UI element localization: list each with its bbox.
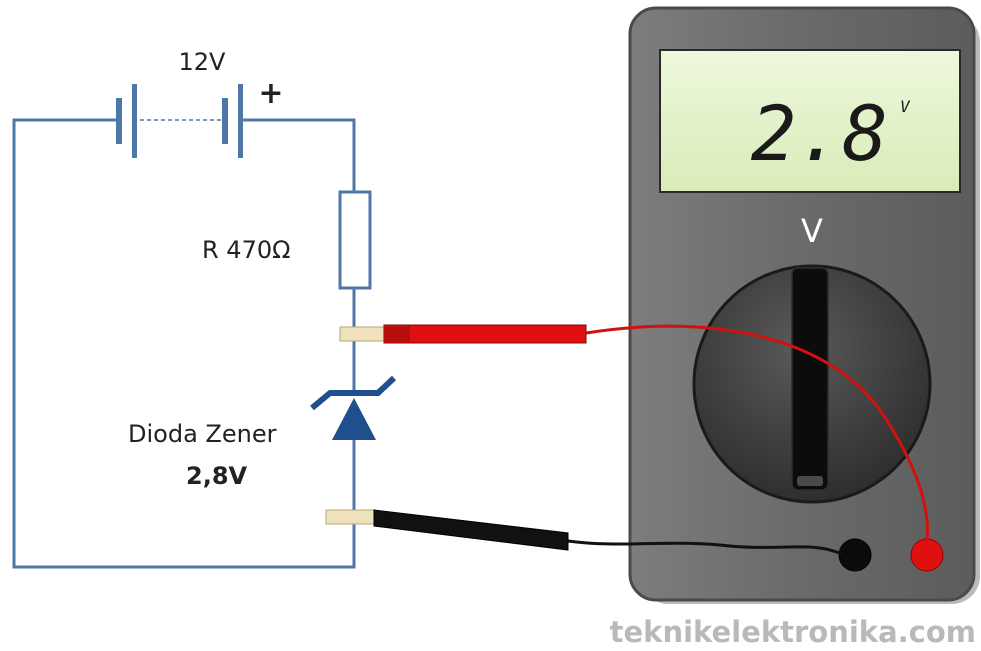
multimeter: 2.8 V V [628,6,980,604]
wire-left-top [12,118,356,569]
com-jack[interactable] [838,538,872,572]
zener-diode-cathode-bar [310,375,397,411]
multimeter-reading-unit: V [900,97,911,116]
test-point-bottom [325,509,375,525]
dial-pointer [791,267,829,491]
black-probe-body [373,509,569,551]
dial-pointer-tip [797,476,823,486]
probe-leads [373,324,929,556]
resistor-symbol [338,190,372,290]
red-probe[interactable] [383,324,587,344]
circuit: 12V + R 470Ω Dioda Zener 2,8V [12,48,397,569]
zener-diode-label: Dioda Zener [128,420,277,448]
multimeter-reading: 2.8 [751,89,888,178]
test-point-top [339,326,385,342]
voltage-jack[interactable] [910,538,944,572]
battery-plus-sign: + [258,76,283,111]
battery-voltage-label: 12V [179,48,227,76]
zener-diode-triangle [332,398,376,440]
red-probe-grip [384,325,410,343]
zener-diode-voltage: 2,8V [186,462,248,490]
multimeter-lcd-display [659,49,961,193]
wire-right-top [243,118,356,192]
range-selector-dial[interactable] [692,264,932,504]
battery-symbol [116,84,243,158]
resistor-label: R 470Ω [202,236,290,264]
watermark: teknikelektronika.com [610,615,976,649]
battery-cell-2-short-plate [238,84,243,158]
zener-diode-symbol [310,375,397,440]
battery-cell-1-short-plate [132,84,137,158]
circuit-wires [12,118,356,569]
red-probe-body [383,324,587,344]
black-probe[interactable] [373,509,569,551]
battery-cell-2-long-plate [222,98,228,144]
red-probe-lead-wire [585,324,929,543]
black-probe-lead-wire [567,539,843,556]
battery-cell-1-long-plate [116,98,122,144]
range-selector-label: V [801,212,823,250]
